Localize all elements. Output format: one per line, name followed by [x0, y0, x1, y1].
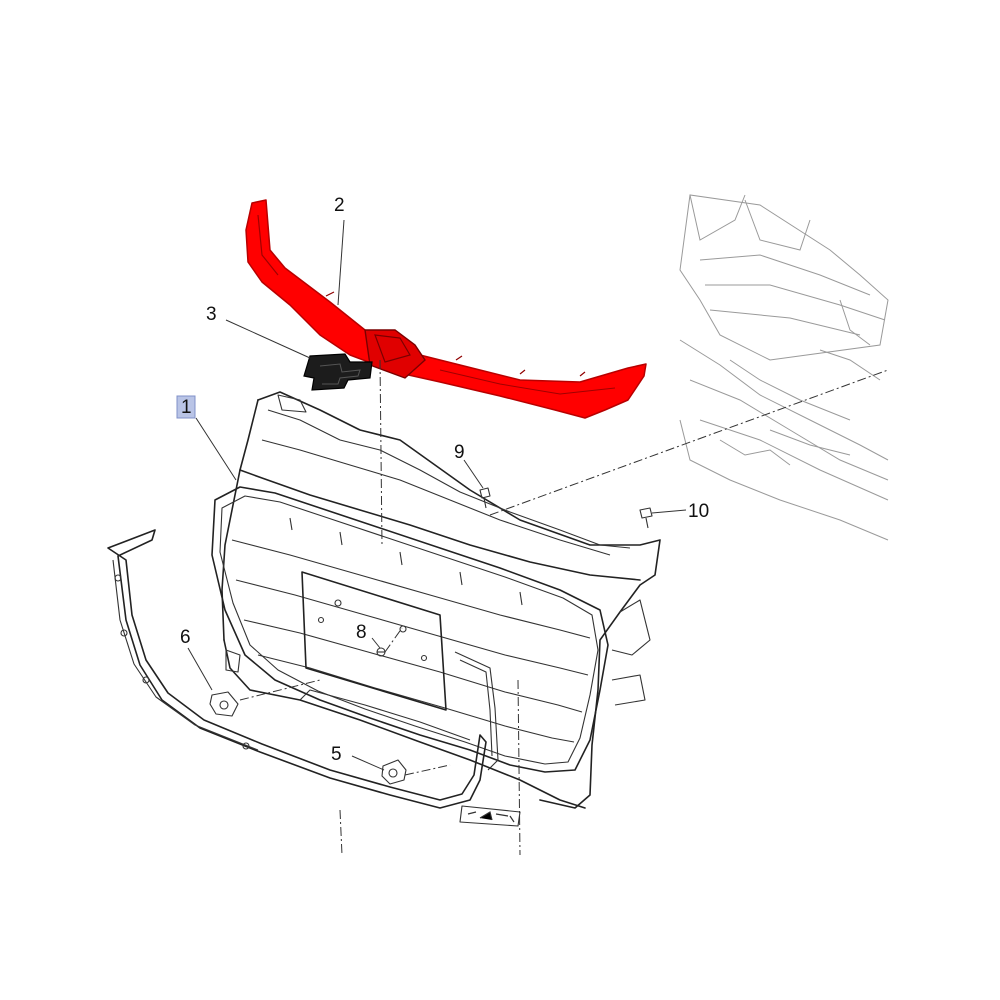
leader-lines: [187, 219, 889, 856]
callout-1[interactable]: 1: [176, 395, 196, 419]
callout-9-label: 9: [454, 442, 465, 463]
fastener-6[interactable]: [209, 691, 239, 717]
bolt-10[interactable]: [639, 507, 653, 529]
bolt-9[interactable]: [479, 487, 491, 509]
callout-6-label: 6: [180, 627, 191, 648]
callout-6[interactable]: 6: [180, 627, 191, 648]
callout-2-label: 2: [334, 195, 345, 216]
callout-1-highlight: [176, 395, 196, 419]
callout-8-label: 8: [356, 622, 367, 643]
callout-10[interactable]: 10: [688, 501, 709, 522]
callout-5[interactable]: 5: [331, 744, 342, 765]
fastener-8[interactable]: [376, 647, 386, 657]
grille-assembly[interactable]: [211, 391, 661, 827]
front-emblem[interactable]: [303, 353, 373, 391]
callout-9[interactable]: 9: [454, 442, 465, 463]
vehicle-front-background: [679, 194, 889, 541]
callout-3-label: 3: [206, 304, 217, 325]
callout-8[interactable]: 8: [356, 622, 367, 643]
callout-1-label: 1: [181, 397, 192, 418]
upper-grille-molding[interactable]: [245, 199, 647, 419]
callout-2[interactable]: 2: [334, 195, 345, 216]
callout-5-label: 5: [331, 744, 342, 765]
fastener-5[interactable]: [381, 759, 407, 785]
callout-10-label: 10: [688, 501, 709, 522]
lower-grille-molding[interactable]: [107, 529, 487, 809]
callout-3[interactable]: 3: [206, 304, 217, 325]
